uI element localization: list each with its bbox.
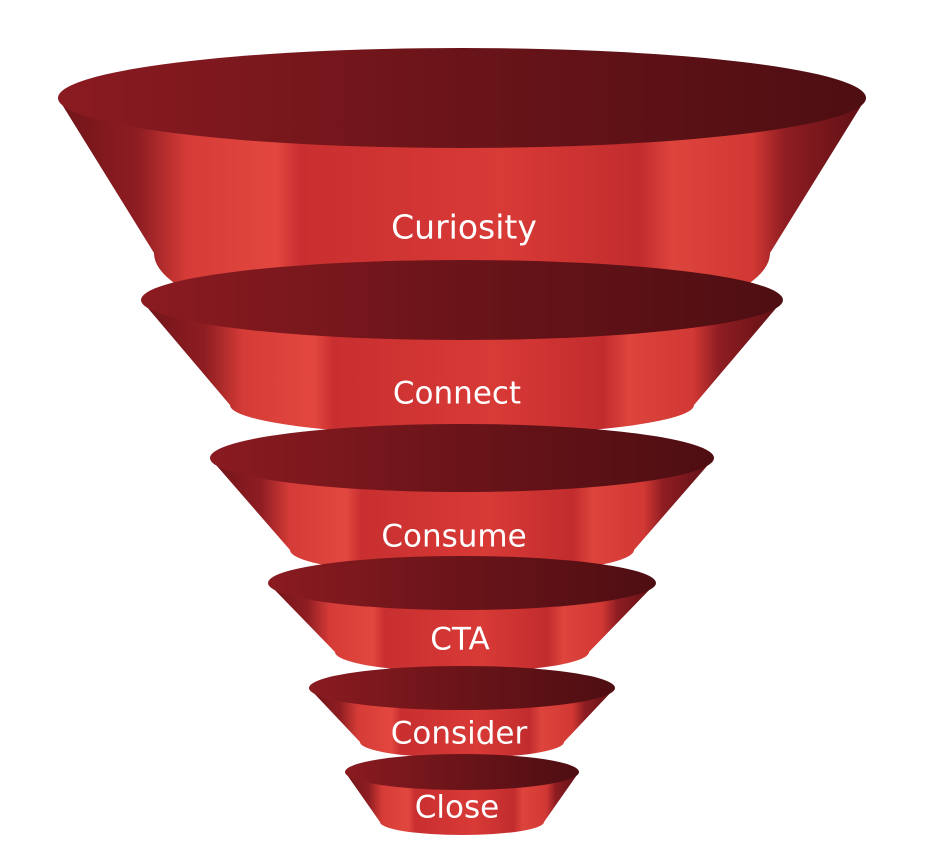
stage-consume-rim: [210, 424, 714, 492]
stage-connect-rim: [141, 260, 783, 340]
funnel-stages: Curiosity Connect Consume CTA Consider C…: [58, 48, 866, 835]
stage-cta-label: CTA: [430, 622, 489, 658]
stage-consider-label: Consider: [391, 716, 528, 752]
stage-close: Close: [345, 754, 579, 835]
stage-close-label: Close: [415, 790, 499, 826]
stage-close-body: [345, 772, 579, 835]
stage-consume-label: Consume: [381, 519, 526, 555]
stage-cta-rim: [268, 556, 656, 610]
stage-close-rim: [345, 754, 579, 790]
stage-consider-rim: [309, 666, 615, 710]
stage-curiosity-label: Curiosity: [391, 208, 537, 247]
stage-connect-label: Connect: [393, 376, 521, 412]
stage-consume: Consume: [210, 424, 714, 575]
stage-curiosity-rim: [58, 48, 866, 148]
stage-connect: Connect: [141, 260, 783, 435]
stage-cta: CTA: [268, 556, 656, 672]
stage-consider: Consider: [309, 666, 615, 758]
